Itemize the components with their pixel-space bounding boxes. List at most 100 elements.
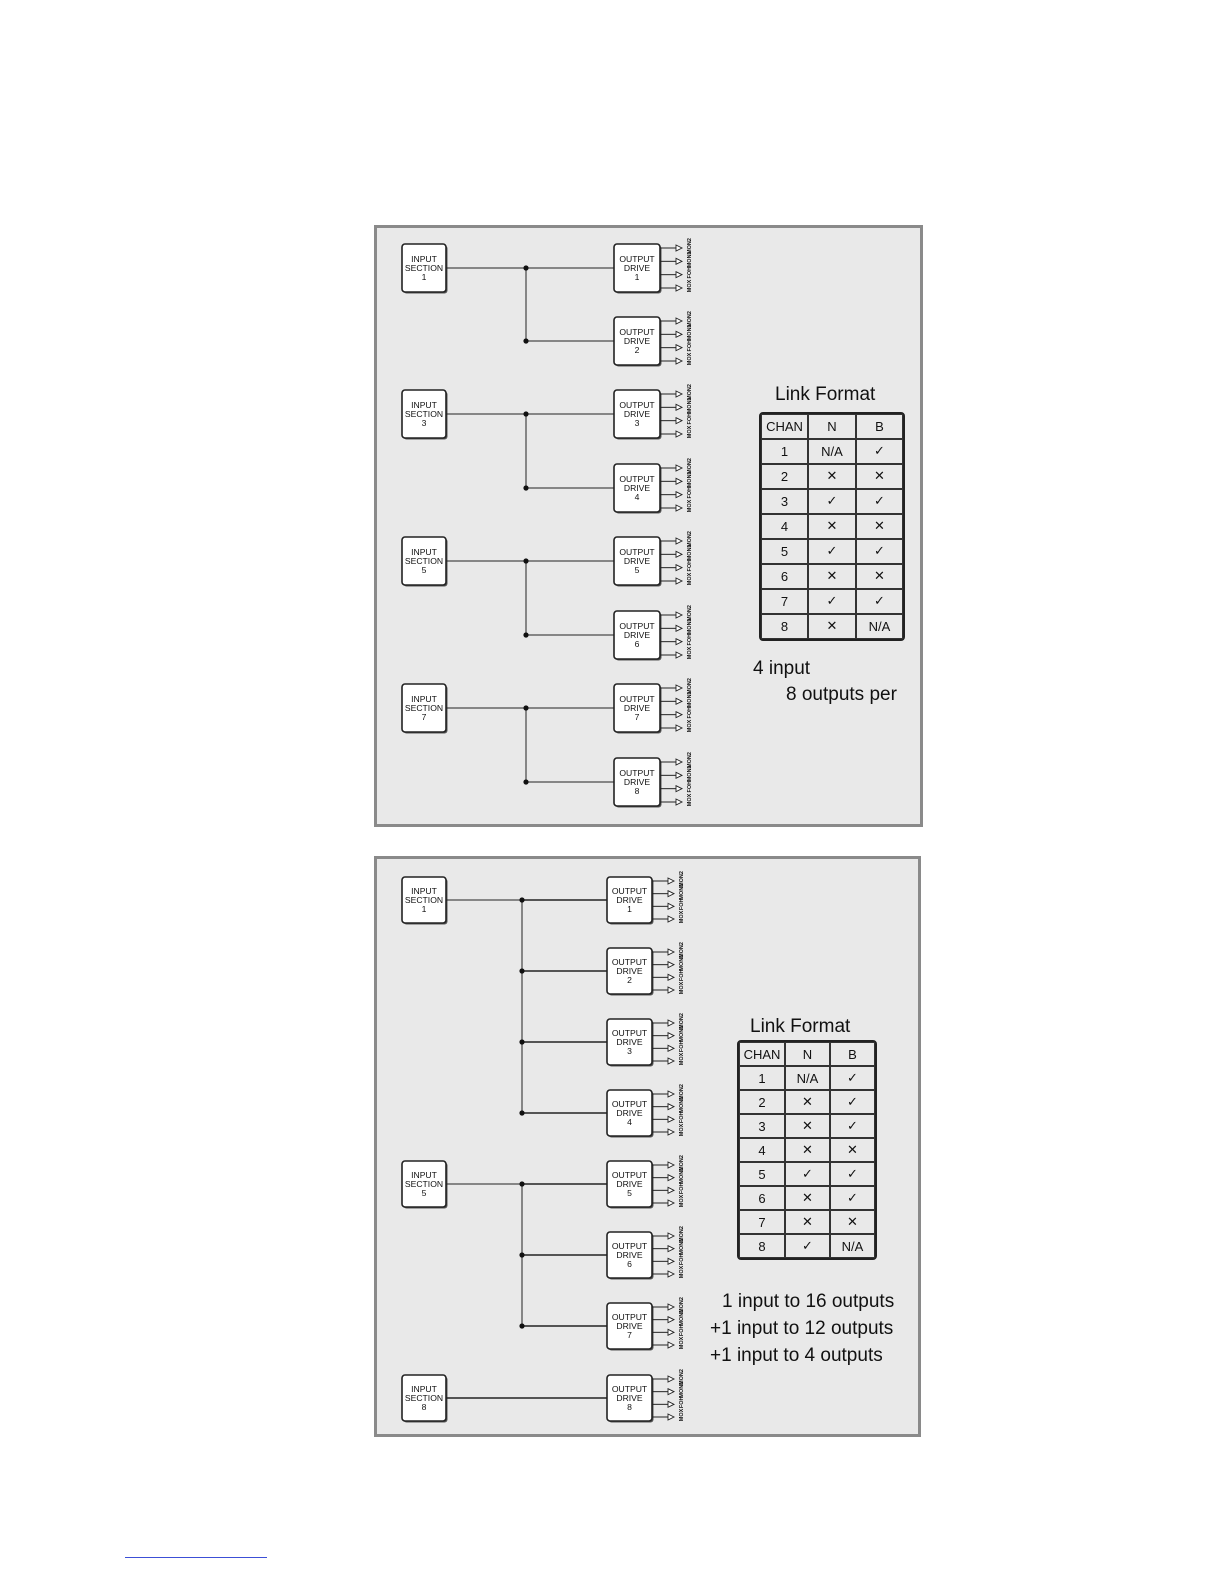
output-arrow	[667, 1341, 676, 1349]
block-label: 3	[422, 418, 427, 428]
block-body	[606, 1302, 653, 1350]
block-label: DRIVE	[624, 336, 651, 346]
check-icon: ✓	[856, 439, 903, 464]
junction-dot	[523, 558, 529, 564]
check-icon: ✓	[785, 1234, 830, 1258]
config-note: 8 outputs per	[786, 684, 897, 705]
check-icon: ✓	[830, 1162, 875, 1186]
table-row: 4✕✕	[739, 1138, 875, 1162]
output-tag: MON2	[679, 1226, 685, 1242]
check-icon: ✓	[856, 589, 903, 614]
block-label: INPUT	[411, 886, 438, 896]
cross-icon: ✕	[785, 1090, 830, 1114]
junction-dot	[519, 1323, 525, 1329]
block-label: 5	[422, 565, 427, 575]
output-arrow	[675, 697, 684, 706]
output-tag: MOX	[679, 981, 685, 994]
output-arrow	[667, 1199, 676, 1207]
block-label: 1	[627, 904, 632, 914]
output-tag: MON2	[679, 871, 685, 887]
block-label: INPUT	[411, 694, 438, 704]
link-value: N/A	[785, 1066, 830, 1090]
footer-rule	[125, 1557, 267, 1558]
output-arrow	[675, 464, 684, 472]
channel-number: 5	[761, 539, 808, 564]
table-row: 8✕N/A	[761, 614, 903, 639]
output-arrow	[667, 1115, 676, 1124]
block-label: 4	[635, 492, 640, 502]
output-arrow	[667, 889, 676, 898]
output-tag: FOH	[687, 267, 693, 279]
cross-icon: ✕	[856, 514, 903, 539]
output-arrow	[667, 1161, 676, 1169]
output-arrow	[667, 948, 676, 956]
check-icon: ✓	[830, 1186, 875, 1210]
block-label: OUTPUT	[619, 400, 655, 410]
junction-dot	[523, 632, 529, 638]
block-label: 1	[422, 272, 427, 282]
output-arrow	[667, 915, 676, 923]
block-body	[606, 876, 653, 924]
output-arrow	[675, 403, 684, 412]
output-tag: FOH	[679, 1325, 685, 1337]
output-arrow	[667, 986, 676, 994]
output-arrow	[667, 1400, 676, 1409]
junction-dot	[523, 338, 529, 344]
block-label: INPUT	[411, 547, 438, 557]
output-arrow	[675, 416, 684, 425]
cross-icon: ✕	[830, 1138, 875, 1162]
table-row: 2✕✓	[739, 1090, 875, 1114]
check-icon: ✓	[830, 1114, 875, 1138]
output-tag: MON1	[687, 765, 693, 781]
block-label: DRIVE	[624, 703, 651, 713]
output-tag: MON1	[687, 324, 693, 340]
config-note: +1 input to 4 outputs	[710, 1345, 883, 1366]
output-tag: MON1	[679, 1239, 685, 1255]
block-label: 1	[422, 904, 427, 914]
output-tag: MON1	[679, 1382, 685, 1398]
output-tag: MOX	[687, 646, 693, 659]
output-tag: FOH	[687, 707, 693, 719]
block-label: DRIVE	[616, 1179, 643, 1189]
block-body	[606, 1160, 653, 1208]
output-tag: MOX	[679, 1194, 685, 1207]
block-label: SECTION	[405, 263, 443, 273]
output-arrow	[667, 902, 676, 911]
link-format-header: N	[808, 414, 856, 439]
output-arrow	[675, 330, 684, 339]
output-arrow	[675, 550, 684, 559]
routing-diagram-top: INPUTSECTION1INPUTSECTION3INPUTSECTION5I…	[401, 238, 693, 808]
block-label: 3	[627, 1046, 632, 1056]
block-label: OUTPUT	[612, 957, 648, 967]
output-arrow	[667, 1102, 676, 1111]
output-arrow	[667, 973, 676, 982]
block-label: 2	[627, 975, 632, 985]
channel-number: 1	[739, 1066, 785, 1090]
block-label: DRIVE	[624, 483, 651, 493]
output-tag: MON2	[687, 605, 693, 621]
output-tag: MOX	[679, 1408, 685, 1421]
block-label: DRIVE	[616, 966, 643, 976]
output-arrow	[675, 284, 684, 292]
output-tag: MOX	[679, 1265, 685, 1278]
output-tag: MON1	[679, 955, 685, 971]
block-body	[613, 683, 661, 733]
junction-dot	[523, 779, 529, 785]
channel-number: 8	[739, 1234, 785, 1258]
channel-number: 7	[761, 589, 808, 614]
junction-dot	[519, 897, 525, 903]
block-label: 3	[635, 418, 640, 428]
junction-dot	[519, 968, 525, 974]
block-label: OUTPUT	[612, 1241, 648, 1251]
block-label: SECTION	[405, 1393, 443, 1403]
block-label: 6	[635, 639, 640, 649]
output-arrow	[667, 1328, 676, 1337]
table-row: 5✓✓	[739, 1162, 875, 1186]
